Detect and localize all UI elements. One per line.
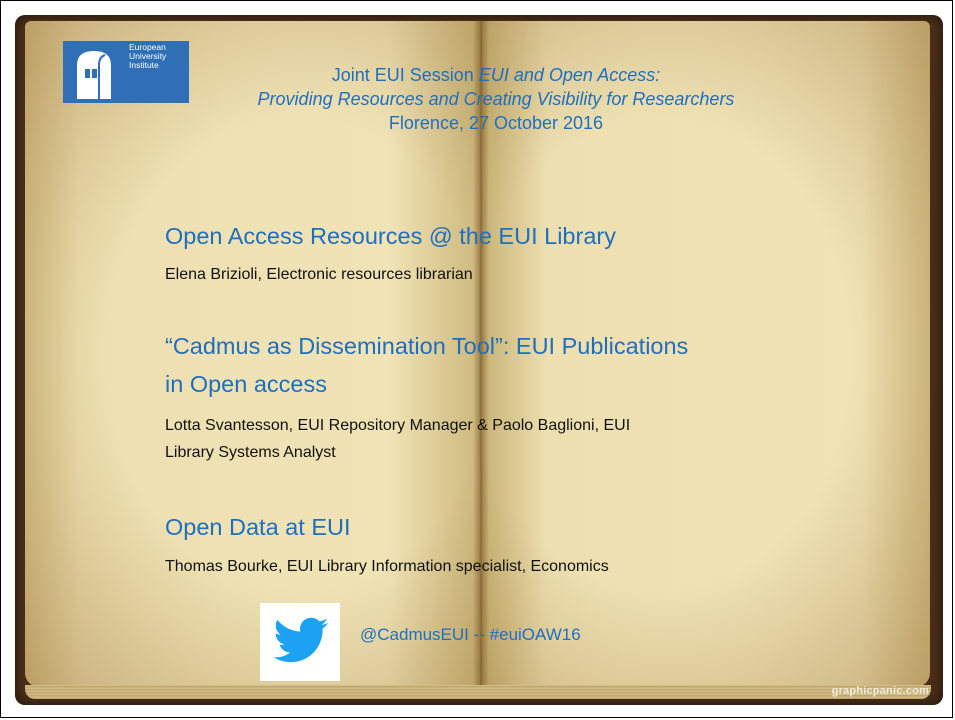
logo-line-2: University bbox=[129, 51, 167, 61]
section-speaker-oa-resources: Elena Brizioli, Electronic resources lib… bbox=[165, 266, 473, 283]
twitter-handle[interactable]: @CadmusEUI -- #euiOAW16 bbox=[360, 625, 581, 644]
eui-logo-icon bbox=[63, 41, 125, 103]
section-speaker-cadmus-line-1: Lotta Svantesson, EUI Repository Manager… bbox=[165, 417, 631, 434]
book-spine bbox=[473, 21, 489, 687]
section-speaker-open-data: Thomas Bourke, EUI Library Information s… bbox=[165, 558, 609, 575]
book-right-page bbox=[480, 21, 930, 687]
header-line-1-prefix: Joint EUI Session bbox=[331, 65, 479, 85]
logo-line-3: Institute bbox=[129, 60, 159, 70]
book-left-page bbox=[25, 21, 480, 687]
header-line-1: Joint EUI Session EUI and Open Access: bbox=[166, 63, 826, 87]
section-title-cadmus-line-2: in Open access bbox=[165, 371, 327, 397]
eui-logo: European University Institute bbox=[63, 41, 189, 103]
section-speaker-cadmus-line-2: Library Systems Analyst bbox=[165, 444, 336, 461]
header-line-2: Providing Resources and Creating Visibil… bbox=[257, 89, 735, 109]
header-line-1-italic: EUI and Open Access: bbox=[478, 65, 661, 85]
header-line-3: Florence, 27 October 2016 bbox=[388, 113, 604, 133]
section-title-open-data: Open Data at EUI bbox=[165, 514, 351, 540]
logo-line-1: European bbox=[129, 42, 166, 52]
section-title-cadmus-line-1: “Cadmus as Dissemination Tool”: EUI Publ… bbox=[165, 333, 689, 359]
book-page-edges bbox=[25, 685, 931, 699]
eui-logo-text: European University Institute bbox=[129, 43, 166, 70]
session-header: Joint EUI Session EUI and Open Access: P… bbox=[166, 63, 826, 135]
watermark: graphicpanic.com bbox=[831, 685, 929, 697]
book-background: graphicpanic.com bbox=[15, 15, 943, 705]
twitter-logo bbox=[260, 603, 340, 681]
twitter-bird-icon bbox=[260, 603, 340, 681]
section-title-oa-resources: Open Access Resources @ the EUI Library bbox=[165, 223, 616, 249]
